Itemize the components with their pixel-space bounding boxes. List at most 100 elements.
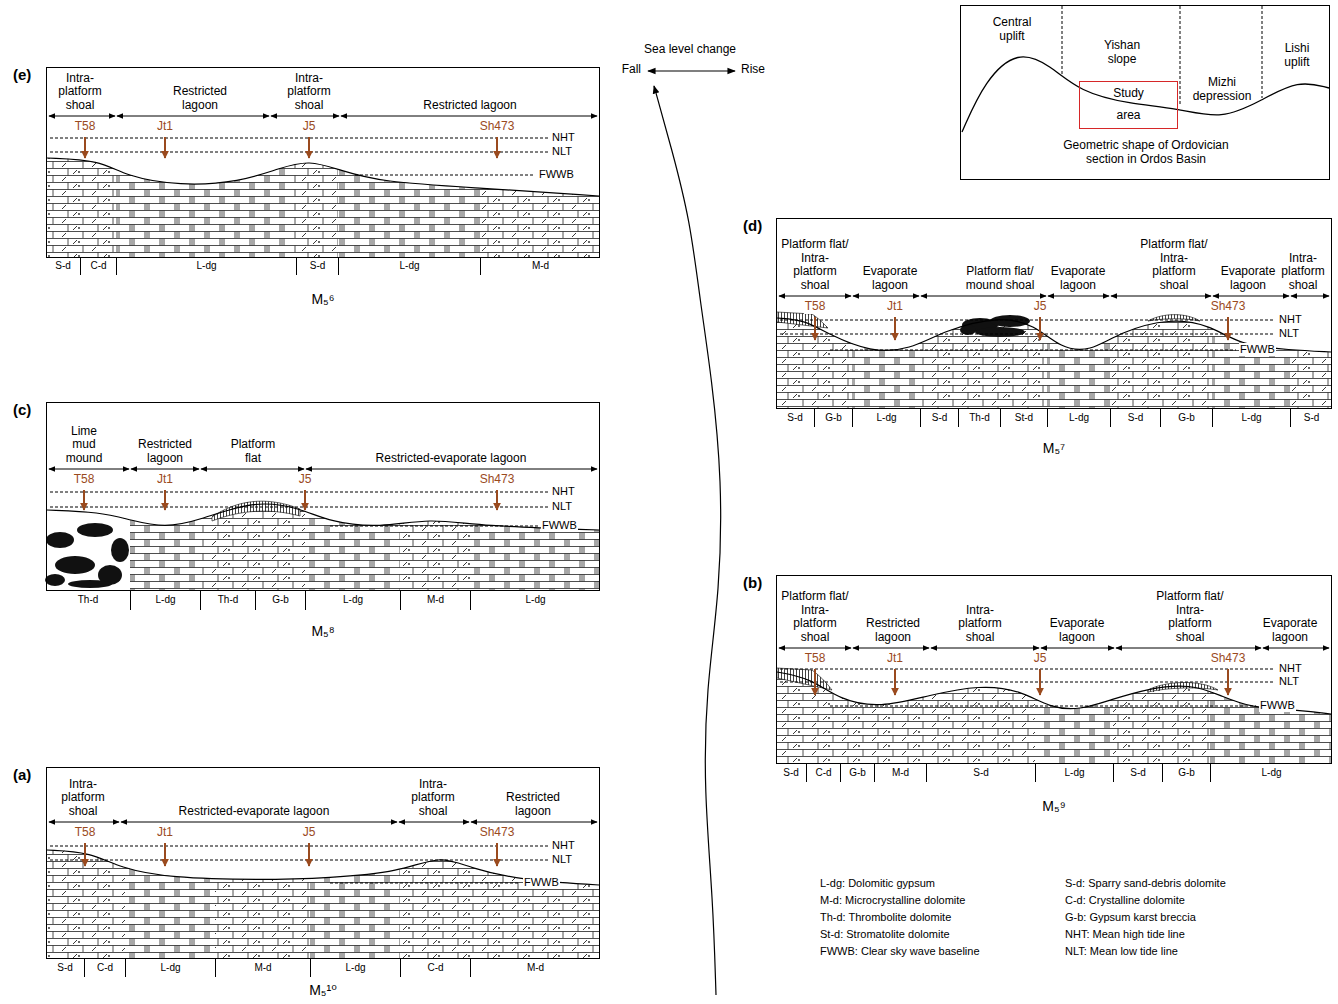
well-name: T58 (73, 473, 96, 487)
wave-base-label: FWWB (1239, 343, 1276, 356)
lithology-cell: S-d (46, 958, 84, 977)
lithology-code: S-d (776, 764, 806, 781)
zone-extent-arrow (131, 469, 199, 470)
legend-entry: Th-d: Thrombolite dolomite (820, 911, 951, 924)
facies-zone-label: Evaporate lagoon (1216, 265, 1280, 293)
datum-line (330, 526, 538, 527)
datum-line (780, 682, 1275, 683)
datum-line (830, 706, 1256, 707)
panel-label: (d) (743, 217, 762, 234)
datum-line (780, 669, 1275, 670)
lithology-cell: M-d (400, 590, 470, 610)
facies-section (47, 67, 599, 257)
lithology-code: St-d (1001, 409, 1047, 426)
zone-extent-arrow (779, 296, 851, 297)
well-name: T58 (74, 826, 97, 840)
tide-line-label: NHT (1278, 662, 1303, 675)
facies-zone-label: Restricted lagoon (497, 791, 569, 819)
lithology-code: Th-d (46, 591, 130, 609)
well-arrow (814, 669, 816, 695)
gypsum-strata (116, 67, 296, 257)
facies-zone-label: Platform flat/ mound shoal (959, 265, 1041, 293)
well-name: Jt1 (156, 473, 174, 487)
lithology-cell: M-d (480, 257, 600, 275)
lithology-code: Th-d (959, 409, 1000, 426)
legend-text: S-d: Sparry sand-debris dolomite (1065, 877, 1226, 889)
panel-label: (a) (13, 766, 31, 783)
datum-line (50, 492, 548, 493)
legend-entry: C-d: Crystalline dolomite (1065, 894, 1185, 907)
facies-zone-label: Restricted lagoon (394, 99, 546, 113)
well-name: Sh473 (479, 120, 516, 134)
tide-line-label: NLT (1278, 675, 1300, 688)
sea-level-curve (654, 86, 721, 995)
lithology-code: S-d (297, 258, 338, 274)
gypsum-strata (852, 218, 920, 408)
tide-line-label: NHT (551, 485, 576, 498)
zone-extent-arrow (931, 648, 1039, 649)
legend-entry: M-d: Microcrystalline dolomite (820, 894, 965, 907)
zone-extent-arrow (1041, 648, 1114, 649)
lithology-code: M-d (481, 258, 600, 274)
lithology-cell: G-b (1162, 763, 1210, 782)
facies-panel: S-dG-bL-dgS-dTh-dSt-dL-dgS-dG-bL-dgS-d(d… (776, 218, 1332, 427)
legend-entry: St-d: Stromatolite dolomite (820, 928, 950, 941)
lithology-cell: L-dg (305, 590, 400, 610)
lithology-code: L-dg (1036, 764, 1113, 781)
facies-zone-label: Intra-platform shoal (52, 72, 109, 113)
lithology-cell: S-d (1113, 763, 1162, 782)
facies-zone-label: Intra-platform shoal (281, 72, 338, 113)
facies-panel: Th-dL-dgTh-dG-bL-dgM-dL-dg(c)M₅⁸ (46, 402, 600, 610)
well-arrow (1227, 669, 1229, 695)
unit-name: Mizhi depression (1187, 76, 1257, 104)
lithology-code: L-dg (471, 591, 600, 609)
facies-zone-label: Restricted lagoon (164, 85, 236, 113)
datum-line (50, 152, 548, 153)
sediment-surface (47, 850, 599, 885)
unit-divider (1062, 6, 1063, 76)
tide-line-label: NHT (1278, 313, 1303, 326)
facies-zone-label: Platform flat/ Intra-platform shoal (780, 590, 851, 645)
panel-label: (b) (743, 574, 762, 591)
legend-text: C-d: Crystalline dolomite (1065, 894, 1185, 906)
legend-entry: FWWB: Clear sky wave baseline (820, 945, 980, 958)
legend-text: NHT: Mean high tide line (1065, 928, 1185, 940)
lithology-code: L-dg (1048, 409, 1110, 426)
legend-text: Th-d: Thrombolite dolomite (820, 911, 951, 923)
lithology-cell: L-dg (125, 958, 215, 977)
basin-inset: Central upliftStudy areaYishan slopeMizh… (960, 5, 1330, 180)
lithology-cell: L-dg (310, 958, 400, 977)
lithology-code: L-dg (131, 591, 200, 609)
gypsum-strata (305, 402, 400, 590)
illustration (45, 6, 1332, 995)
sea-level-arrow (648, 70, 735, 71)
lithology-cell: L-dg (338, 257, 480, 275)
tide-line-label: NLT (551, 145, 573, 158)
basin-profile (962, 6, 1329, 132)
lithology-cell: S-d (1290, 408, 1332, 427)
zone-extent-arrow (471, 822, 597, 823)
structural-unit: Study areaYishan slope (1063, 6, 1181, 134)
lithology-code: S-d (1291, 409, 1332, 426)
well-arrow (1039, 317, 1041, 340)
zone-extent-arrow (399, 822, 469, 823)
zone-extent-arrow (853, 648, 929, 649)
facies-zone-label: Intra-platform shoal (1276, 252, 1330, 293)
structural-unit: Central uplift (961, 6, 1063, 134)
panel-caption: M₅⁹ (777, 798, 1331, 814)
well-name: Sh473 (1210, 652, 1247, 666)
facies-zone-label: Platform flat/ Intra-platform shoal (1155, 590, 1226, 645)
lithology-code: G-b (815, 409, 852, 426)
legend-text: NLT: Mean low tide line (1065, 945, 1178, 957)
facies-zone-label: Restricted lagoon (857, 617, 929, 645)
datum-line (355, 175, 535, 176)
strata-overlay (46, 402, 600, 590)
sediment-surface (47, 504, 599, 530)
well-name: Jt1 (156, 826, 174, 840)
lithology-code: G-b (1161, 409, 1212, 426)
well-arrow (164, 843, 166, 866)
well-arrow (496, 490, 498, 510)
well-name: Sh473 (1210, 300, 1247, 314)
panel-caption: M₅¹⁰ (47, 982, 599, 998)
well-arrow (1227, 317, 1229, 340)
